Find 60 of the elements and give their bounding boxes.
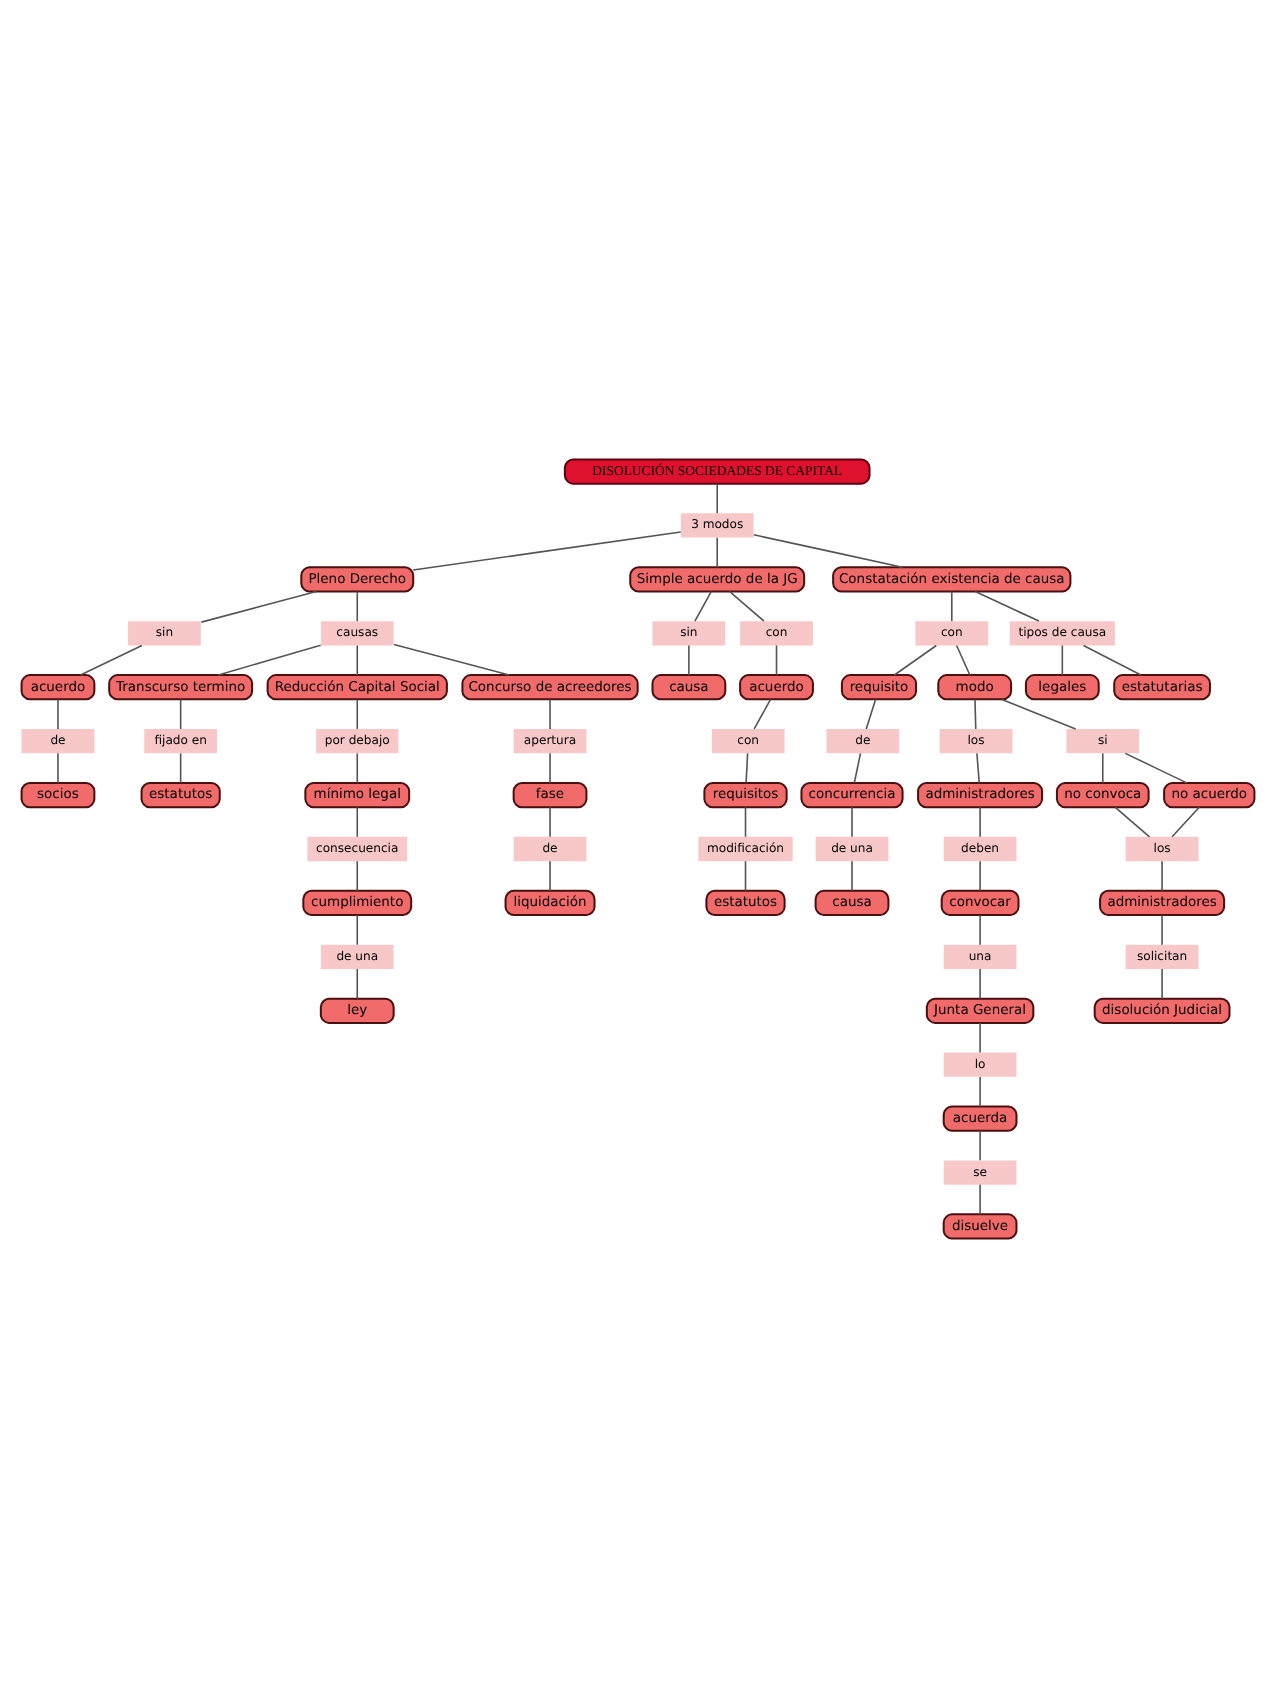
connector [853,751,862,783]
connector [979,1129,981,1161]
connector [1161,913,1163,945]
connector [1161,967,1163,999]
connector [979,913,981,945]
connector [775,643,778,675]
connector [1171,805,1201,837]
connector [356,805,359,837]
connector [974,697,977,729]
connector [744,805,747,837]
connector [974,589,1040,621]
connector [549,697,551,729]
connector [979,1075,981,1107]
connector [694,589,712,621]
connector [179,697,182,729]
connector [356,643,359,675]
connector [716,535,718,567]
connector [745,751,749,783]
connector [1124,751,1188,783]
connector [753,697,772,729]
connector [979,805,981,837]
connector [979,859,981,891]
connector [412,530,682,570]
connector [753,533,904,568]
connector [851,805,853,837]
connector [728,589,765,621]
connector [955,643,971,675]
connector [979,967,981,999]
connector [356,697,359,729]
connector [356,859,359,891]
connector [865,697,877,729]
connector [356,589,359,621]
connector [356,751,359,783]
connector [851,859,853,891]
connector [179,751,182,783]
connector [549,805,551,837]
connector [356,913,359,945]
connector [950,589,953,621]
connector [688,643,690,675]
connector [893,643,938,675]
connector [549,751,551,783]
connector [57,751,59,783]
connector [393,642,510,675]
connector [200,589,318,622]
connector [79,643,143,675]
connector [1161,859,1163,891]
connector [217,643,322,675]
connector [976,751,981,783]
connector [1082,643,1142,675]
connector [744,859,747,891]
connector [356,967,359,999]
connector [716,481,718,514]
connector [979,1021,981,1053]
connector [1114,805,1151,837]
connector [549,859,551,891]
connector [979,1182,981,1215]
connector [1061,643,1064,675]
connector [1001,697,1077,729]
connector [57,697,59,729]
connector [1101,751,1104,783]
